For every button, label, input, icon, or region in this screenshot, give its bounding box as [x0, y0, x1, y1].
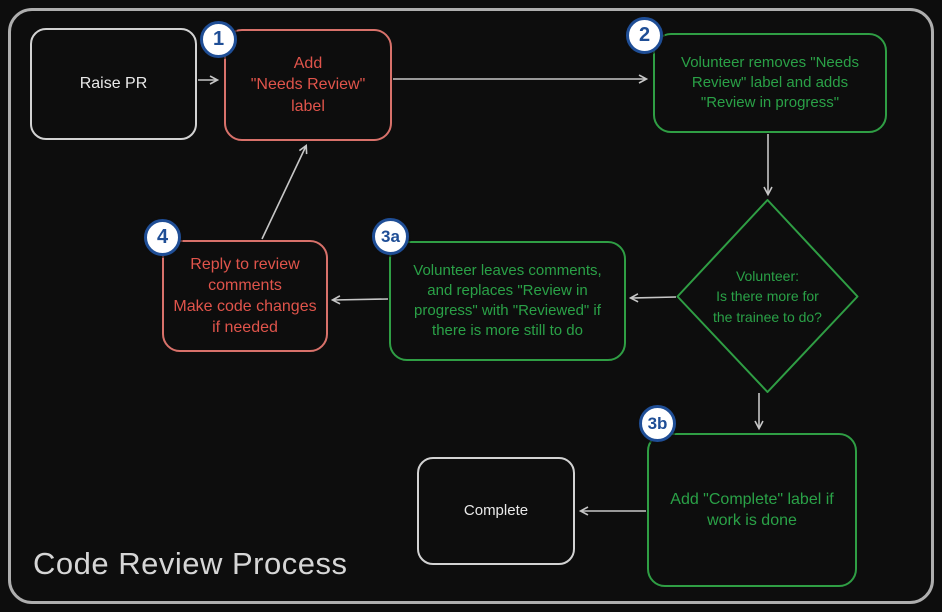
step-badge-4: 4 [144, 219, 181, 256]
node-reply-to-review-comments: Reply to review comments Make code chang… [162, 240, 328, 352]
node-volunteer-removes-needs-review: Volunteer removes "Needs Review" label a… [653, 33, 887, 133]
step-badge-1: 1 [200, 21, 237, 58]
node-volunteer-leaves-comments: Volunteer leaves comments, and replaces … [389, 241, 626, 361]
decision-diamond-shape [676, 199, 859, 393]
step-badge-2: 2 [626, 17, 663, 54]
step-badge-3a: 3a [372, 218, 409, 255]
node-add-complete-label: Add "Complete" label if work is done [647, 433, 857, 587]
node-complete: Complete [417, 457, 575, 565]
node-decision-more-for-trainee: Volunteer: Is there more for the trainee… [713, 268, 822, 325]
step-badge-3b: 3b [639, 405, 676, 442]
node-add-needs-review-label: Add "Needs Review" label [224, 29, 392, 141]
node-raise-pr: Raise PR [30, 28, 197, 140]
diagram-frame [8, 8, 934, 604]
diagram-title: Code Review Process [33, 546, 348, 581]
